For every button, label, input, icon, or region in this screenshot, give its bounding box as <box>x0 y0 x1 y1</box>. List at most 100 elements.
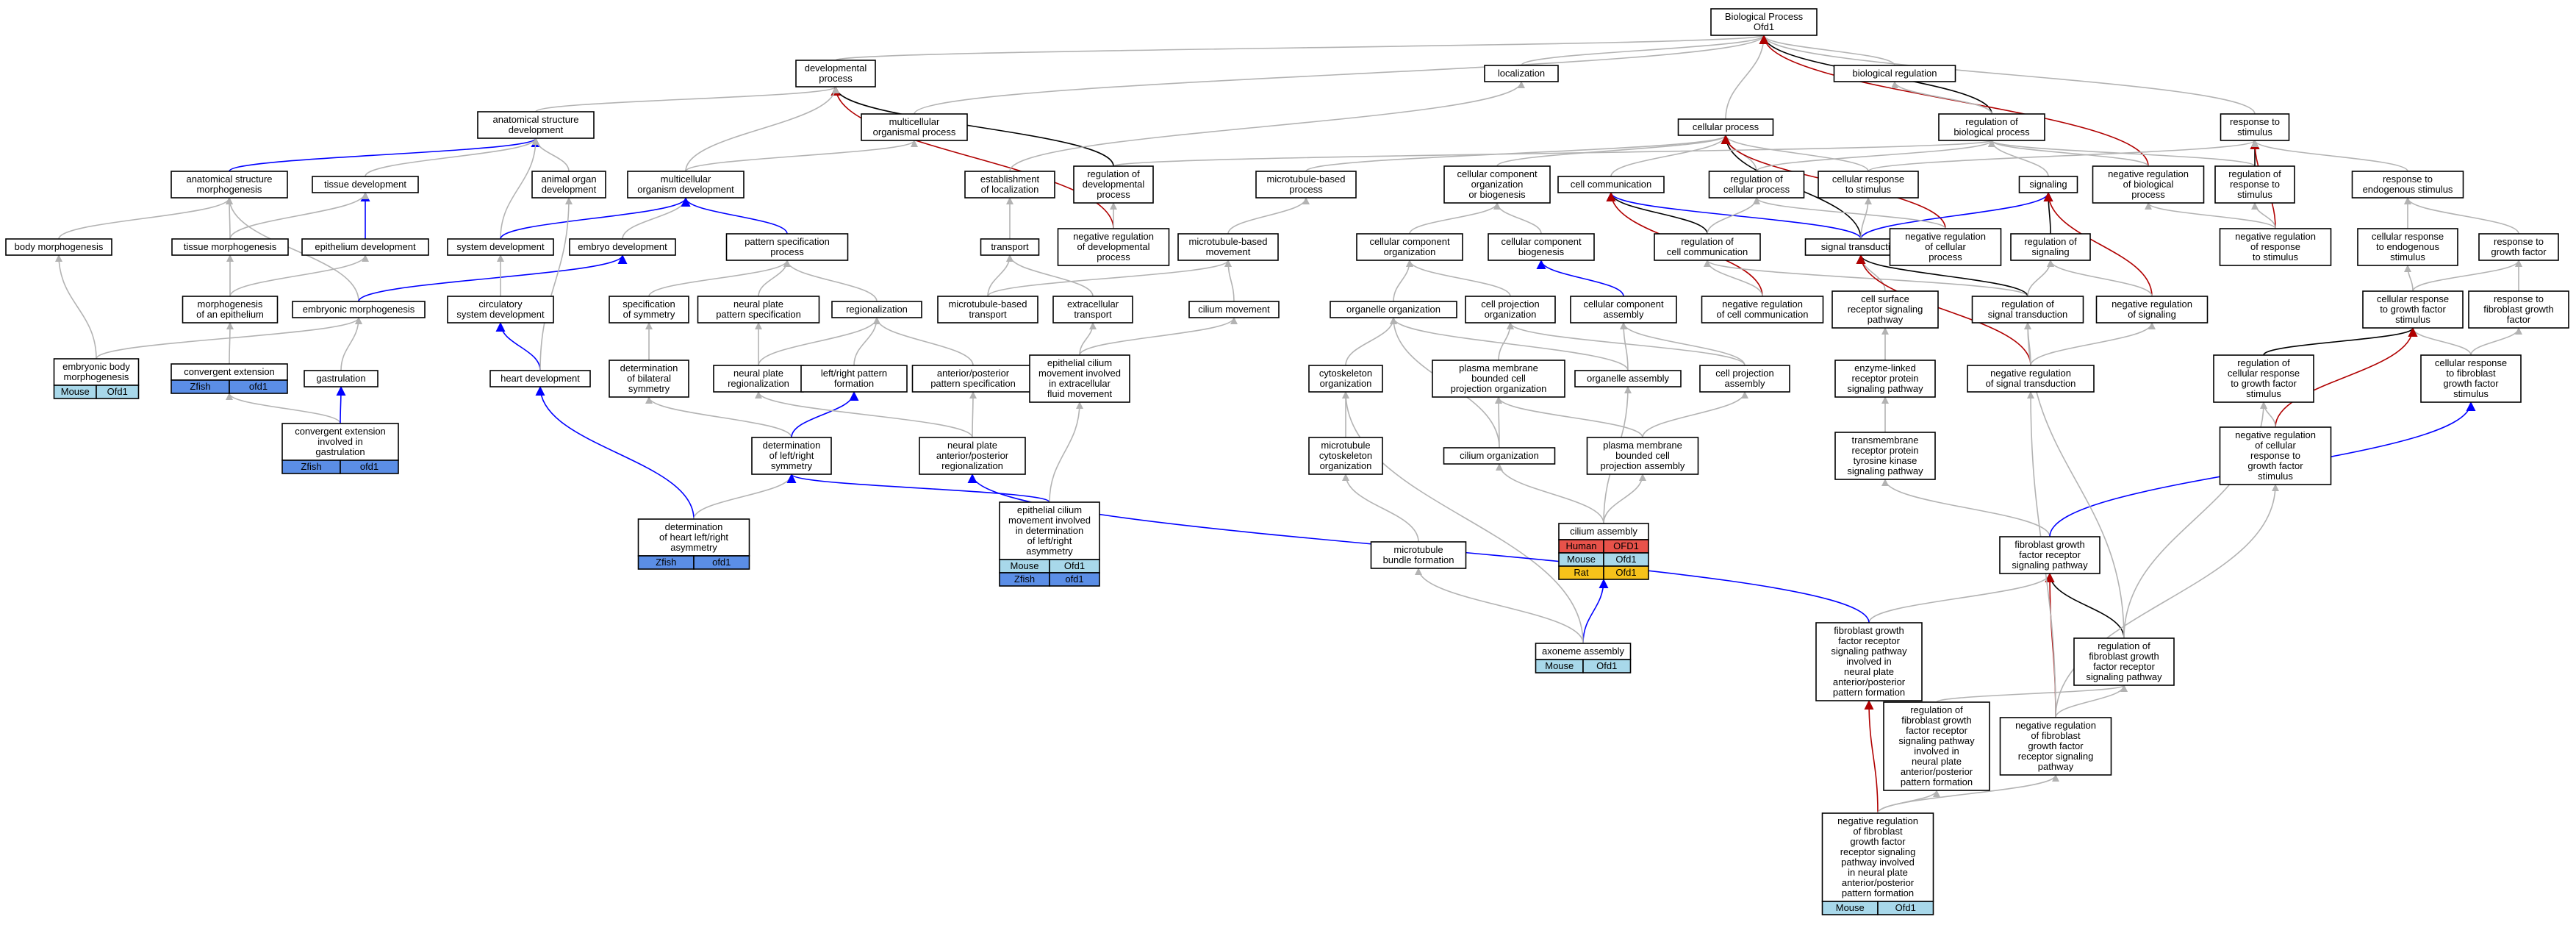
term-label-line: cilium assembly <box>1570 526 1637 537</box>
edge-negative-regulation <box>2043 192 2153 297</box>
term-label-line: signaling <box>2031 246 2069 257</box>
edge-positive-regulation <box>495 322 541 371</box>
term-label-line: pattern specification <box>716 309 801 320</box>
term-label-line: pattern formation <box>1842 887 1914 898</box>
edge-part-of <box>2045 573 2125 639</box>
edge-part-of <box>2263 327 2418 356</box>
term-label-line: organism development <box>637 184 734 195</box>
term-label-line: response to <box>2230 179 2280 190</box>
term-label-line: organelle organization <box>1346 304 1441 315</box>
edge-is-a <box>1009 81 1525 172</box>
edge-is-a <box>1725 35 1768 120</box>
edge-is-a <box>685 86 839 172</box>
term-label-line: to fibroblast <box>2446 368 2496 379</box>
edge-is-a <box>2251 140 2408 172</box>
edge-is-a <box>1079 317 1238 356</box>
gene-label: Ofd1 <box>1615 567 1636 578</box>
term-label-line: organismal process <box>873 126 956 137</box>
term-label-line: stimulus <box>2246 388 2281 399</box>
term-label-line: anatomical structure <box>492 114 578 125</box>
term-label-line: negative regulation <box>1905 231 1986 242</box>
term-label-line: regulation of <box>1087 168 1140 179</box>
term-label-line: negative regulation <box>1073 231 1154 242</box>
term-label-line: epithelial cilium <box>1047 357 1112 368</box>
term-label-line: regionalization <box>941 460 1003 471</box>
species-label: Human <box>1566 540 1597 551</box>
term-label-line: morphogenesis <box>64 371 129 382</box>
term-label-line: multicellular <box>661 174 711 185</box>
edge-is-a <box>1857 254 1886 292</box>
term-label-line: to stimulus <box>1845 184 1892 195</box>
species-label: Zfish <box>1014 573 1035 585</box>
term-label-line: left/right pattern <box>821 368 887 379</box>
term-label-line: bundle formation <box>1383 554 1454 565</box>
term-label-line: gastrulation <box>316 373 365 384</box>
term-label-line: neural plate <box>733 368 783 379</box>
term-label-line: transport <box>969 309 1007 320</box>
term-label-line: cell communication <box>1571 179 1652 190</box>
edge-is-a <box>1760 35 1895 66</box>
term-label-line: signaling pathway <box>1831 646 1907 657</box>
term-label-line: negative regulation <box>2015 720 2096 731</box>
term-label-line: process <box>1097 251 1130 262</box>
term-label-line: movement involved <box>1008 515 1091 526</box>
term-label-line: endogenous stimulus <box>2363 184 2453 195</box>
term-label-line: signal transduction <box>1821 241 1901 252</box>
term-label-line: cytoskeleton <box>1319 368 1372 379</box>
species-label: Zfish <box>190 381 210 392</box>
edge-is-a <box>645 396 792 438</box>
term-label-line: pathway <box>2038 761 2074 772</box>
term-label-line: biological regulation <box>1853 68 1937 79</box>
term-label-line: determination <box>763 440 821 451</box>
term-label-line: developmental <box>1083 179 1145 190</box>
term-label-line: cellular process <box>1693 121 1759 132</box>
go-term-neural-plate-anterior-posterior-regionalization: neural plateanterior/posteriorregionaliz… <box>919 437 1026 475</box>
term-label-line: organization <box>1384 246 1436 257</box>
term-label-line: of cellular <box>2255 440 2296 451</box>
edge-is-a <box>226 322 234 365</box>
species-label: Zfish <box>301 461 321 472</box>
term-label-line: biogenesis <box>1518 246 1565 257</box>
term-label-line: bounded cell <box>1615 450 1670 461</box>
term-label-line: cellular component <box>1501 236 1582 247</box>
term-label-line: fluid movement <box>1047 388 1113 399</box>
edge-is-a <box>1390 317 1629 371</box>
term-label-line: plasma membrane <box>1603 440 1682 451</box>
term-label-line: tissue development <box>324 179 406 190</box>
term-label-line: assembly <box>1604 309 1644 320</box>
term-label-line: factor <box>2507 314 2531 325</box>
edge-part-of <box>830 86 1114 167</box>
term-label-line: projection assembly <box>1601 460 1685 471</box>
term-label-line: signaling pathway <box>1898 735 1975 746</box>
term-label-line: neural plate <box>1844 666 1894 677</box>
term-label-line: animal organ <box>541 174 596 185</box>
term-label-line: cell projection <box>1481 299 1540 310</box>
term-label-line: anterior/posterior <box>936 450 1009 461</box>
term-label-line: multicellular <box>889 116 940 127</box>
edge-positive-regulation <box>229 137 541 172</box>
go-term-organelle-assembly: organelle assembly <box>1574 370 1682 387</box>
edge-is-a <box>1620 322 1629 371</box>
term-label-line: determination <box>665 521 723 532</box>
term-label-line: signaling pathway <box>2086 671 2162 682</box>
term-label-line: pattern formation <box>1901 776 1973 787</box>
term-label-line: process <box>2131 189 2165 200</box>
edge-is-a <box>58 197 233 240</box>
term-label-line: response to <box>2230 116 2280 127</box>
edge-negative-regulation <box>1856 254 2031 366</box>
gene-label: Ofd1 <box>1615 554 1636 565</box>
go-term-biological-regulation: biological regulation <box>1833 65 1956 82</box>
term-label-line: anterior/posterior <box>1901 766 1973 777</box>
gene-label: Ofd1 <box>1596 660 1617 671</box>
term-label-line: stimulus <box>2390 251 2425 262</box>
